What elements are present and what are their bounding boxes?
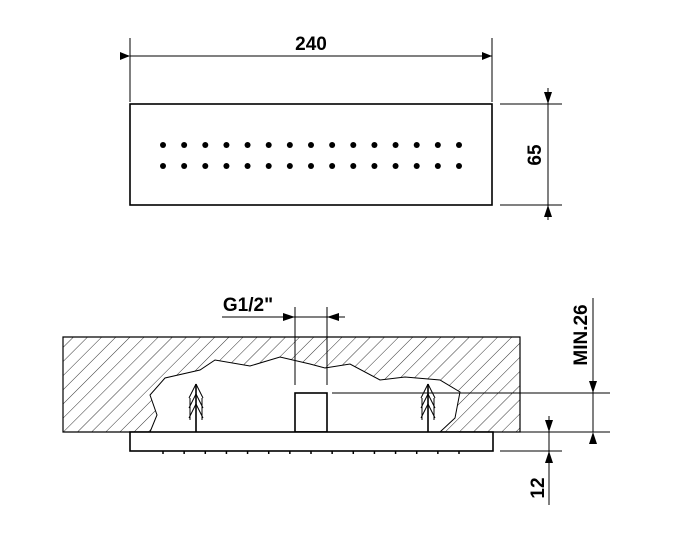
nozzle-dot (456, 163, 462, 169)
nozzle-dot (286, 142, 293, 148)
nozzle-dot (434, 163, 441, 169)
nozzle-dot (202, 163, 209, 169)
plate-thickness-label: 12 (528, 477, 549, 498)
nozzle-dot (160, 142, 166, 148)
nozzle-dot (286, 163, 293, 169)
nozzle-dot (350, 142, 357, 148)
min-depth-arrow-bottom (589, 432, 597, 444)
nozzle-dot (223, 163, 230, 169)
section-view: G1/2" MIN.26 12 (62, 295, 610, 505)
nozzle-dot (392, 163, 399, 169)
height-arrow-bottom (544, 205, 552, 217)
nozzle-dot (456, 142, 462, 148)
connector-arrow-right (327, 313, 339, 321)
top-view: 240 65 (120, 34, 562, 220)
nozzle-dot (413, 163, 420, 169)
min-depth-arrow-top (589, 381, 597, 393)
connector-label: G1/2" (223, 295, 273, 316)
nozzle-dot (160, 163, 166, 169)
water-connector (294, 392, 328, 433)
connector-arrow-left (283, 313, 295, 321)
width-label: 240 (295, 34, 327, 55)
nozzle-dot (265, 163, 272, 169)
nozzle-dot (350, 163, 357, 169)
plate-arrow-top (545, 420, 553, 432)
nozzle-dot (244, 163, 251, 169)
wall-anchor-right (420, 383, 436, 432)
min-depth-label: MIN.26 (571, 304, 592, 365)
shower-head-top (129, 103, 493, 206)
nozzle-grid (160, 142, 462, 169)
height-label: 65 (525, 144, 546, 166)
nozzle-dot (371, 163, 378, 169)
shower-plate-section (129, 431, 494, 452)
nozzle-dot (329, 142, 336, 148)
wall-anchor-left (188, 383, 204, 432)
height-arrow-top (544, 92, 552, 104)
nozzle-dot (434, 142, 441, 148)
nozzle-ticks (162, 451, 460, 454)
nozzle-dot (223, 142, 230, 148)
plate-arrow-bottom (545, 451, 553, 463)
nozzle-dot (181, 142, 188, 148)
nozzle-dot (181, 163, 188, 169)
nozzle-dot (329, 163, 336, 169)
nozzle-dot (308, 142, 314, 148)
nozzle-dot (308, 163, 314, 169)
nozzle-dot (265, 142, 272, 148)
nozzle-dot (202, 142, 209, 148)
nozzle-dot (413, 142, 420, 148)
nozzle-dot (244, 142, 251, 148)
nozzle-dot (371, 142, 378, 148)
nozzle-dot (392, 142, 399, 148)
